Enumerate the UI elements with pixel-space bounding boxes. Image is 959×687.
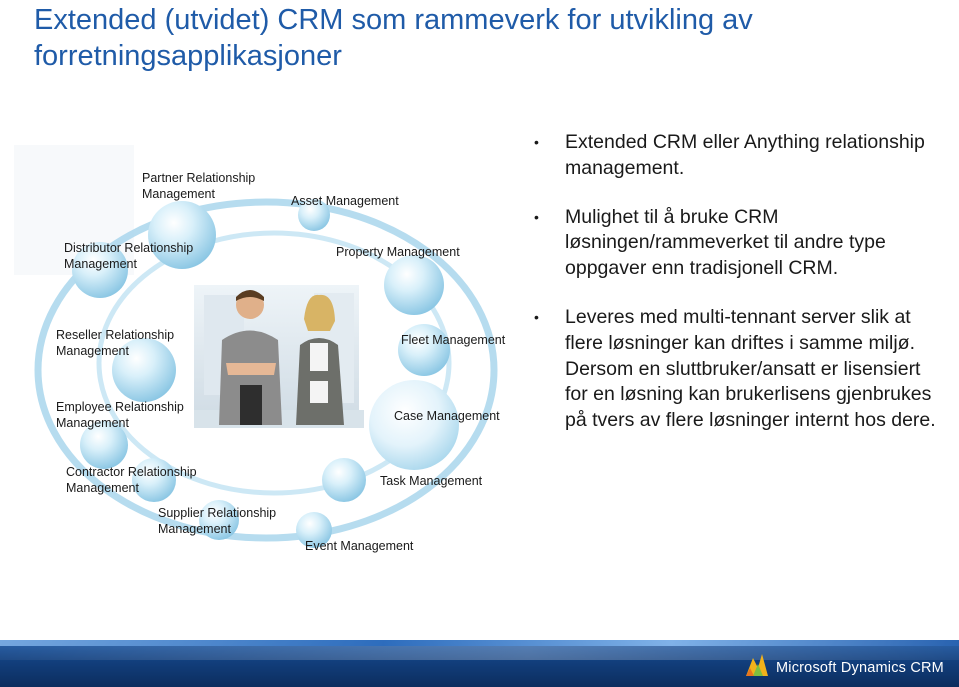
bubble-case xyxy=(369,380,459,470)
people-photo xyxy=(194,285,364,428)
bubble-employee xyxy=(80,421,128,469)
label-contractor: Contractor Relationship Management xyxy=(66,465,200,495)
label-event: Event Management xyxy=(305,539,414,553)
bullet-text: Leveres med multi-tennant server slik at… xyxy=(565,305,936,432)
label-reseller: Reseller Relationship Management xyxy=(56,328,178,358)
bullet-text: Extended CRM eller Anything relationship… xyxy=(565,131,925,179)
inner-ring xyxy=(96,230,452,496)
bullet-dot-icon: • xyxy=(534,208,539,225)
crm-diagram: Partner Relationship Management Asset Ma… xyxy=(14,135,514,565)
label-distributor: Distributor Relationship Management xyxy=(64,241,197,271)
label-asset: Asset Management xyxy=(291,194,399,208)
label-employee: Employee Relationship Management xyxy=(56,400,187,430)
bubble-supplier xyxy=(199,500,239,540)
bullet-item: • Mulighet til å bruke CRM løsningen/ram… xyxy=(532,205,942,282)
bullet-item: • Leveres med multi-tennant server slik … xyxy=(532,305,942,434)
label-property: Property Management xyxy=(336,245,460,259)
outer-ring xyxy=(34,198,498,542)
bullet-list: • Extended CRM eller Anything relationsh… xyxy=(532,130,942,434)
footer-brand: Microsoft Dynamics CRM xyxy=(776,660,944,676)
bubble-fleet xyxy=(398,324,450,376)
bullet-item: • Extended CRM eller Anything relationsh… xyxy=(532,130,942,182)
footer-bar xyxy=(0,640,959,687)
bubble-distributor xyxy=(72,242,128,298)
bullet-dot-icon: • xyxy=(534,308,539,325)
footer-stripe xyxy=(0,640,959,646)
slide-title: Extended (utvidet) CRM som rammeverk for… xyxy=(34,4,753,72)
footer-shine xyxy=(0,646,959,660)
label-partner: Partner Relationship Management xyxy=(142,171,259,201)
label-case: Case Management xyxy=(394,409,500,423)
bubble-contractor xyxy=(132,458,176,502)
bullet-text: Mulighet til å bruke CRM løsningen/ramme… xyxy=(565,205,886,280)
bubble-asset xyxy=(298,199,330,231)
bubble-partner xyxy=(148,201,216,269)
bullet-dot-icon: • xyxy=(534,134,539,150)
bubble-reseller xyxy=(112,338,176,402)
bubble-task xyxy=(322,458,366,502)
bubble-event xyxy=(296,512,332,548)
bubble-property xyxy=(384,255,444,315)
label-supplier: Supplier Relationship Management xyxy=(158,506,280,536)
dynamics-logo-icon xyxy=(746,654,768,676)
label-fleet: Fleet Management xyxy=(401,333,506,347)
label-task: Task Management xyxy=(380,474,483,488)
